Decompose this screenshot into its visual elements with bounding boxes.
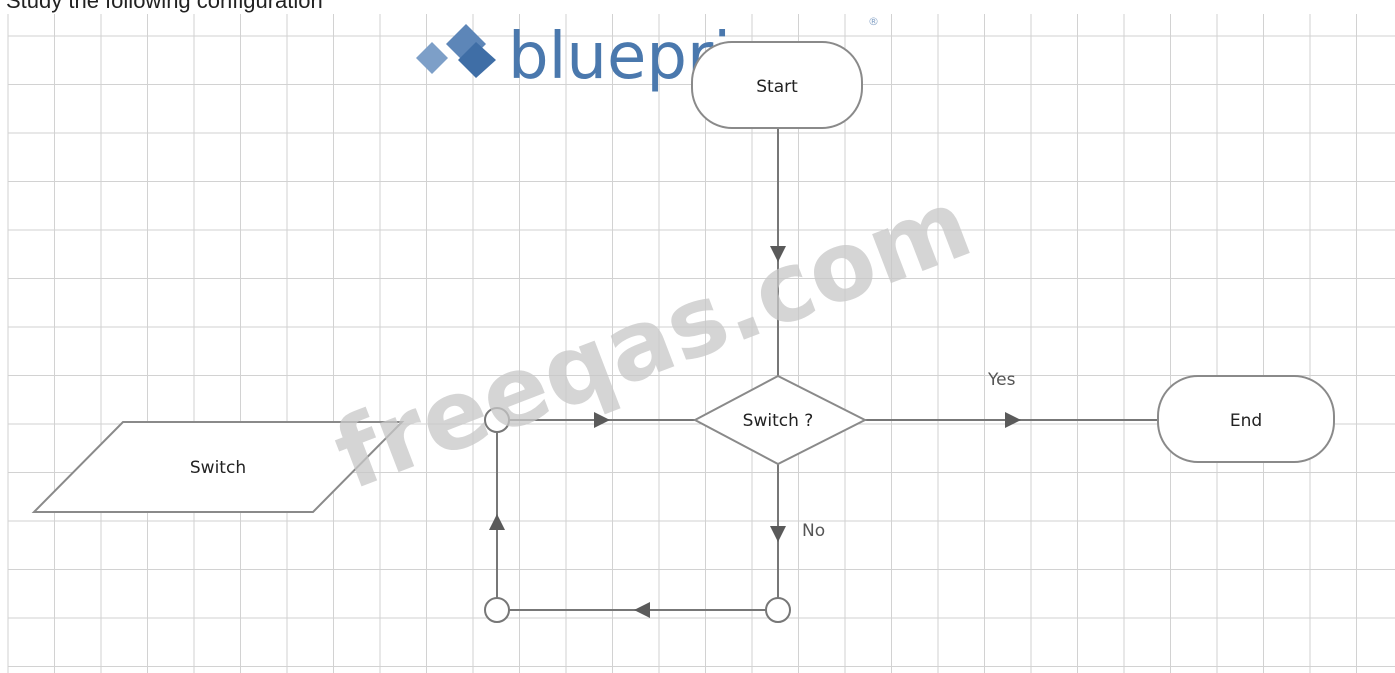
arrow-right-icon — [594, 412, 610, 428]
start-label: Start — [756, 77, 798, 97]
watermark-text: freeqas.com — [320, 167, 985, 511]
junction-anchor[interactable] — [484, 597, 510, 623]
registered-mark: ® — [868, 15, 879, 28]
end-label: End — [1230, 411, 1262, 431]
data-item-label: Switch — [190, 458, 246, 478]
arrow-up-icon — [489, 514, 505, 530]
arrow-down-icon — [770, 246, 786, 262]
arrow-left-icon — [634, 602, 650, 618]
anchors — [484, 407, 791, 623]
end-node[interactable]: End — [1157, 375, 1335, 463]
junction-anchor[interactable] — [484, 407, 510, 433]
decision-node[interactable]: Switch ? — [692, 374, 868, 466]
no-label: No — [802, 521, 825, 541]
start-node[interactable]: Start — [691, 41, 863, 129]
arrow-right-icon — [1005, 412, 1021, 428]
arrow-down-icon — [770, 526, 786, 542]
junction-anchor[interactable] — [765, 597, 791, 623]
arrowheads — [489, 246, 1021, 618]
blueprism-logo-icon — [416, 24, 496, 78]
decision-label: Switch ? — [743, 411, 814, 431]
data-item-node[interactable]: Switch — [31, 421, 405, 513]
yes-label: Yes — [987, 370, 1016, 390]
question-caption: Study the following configuration — [6, 0, 323, 13]
